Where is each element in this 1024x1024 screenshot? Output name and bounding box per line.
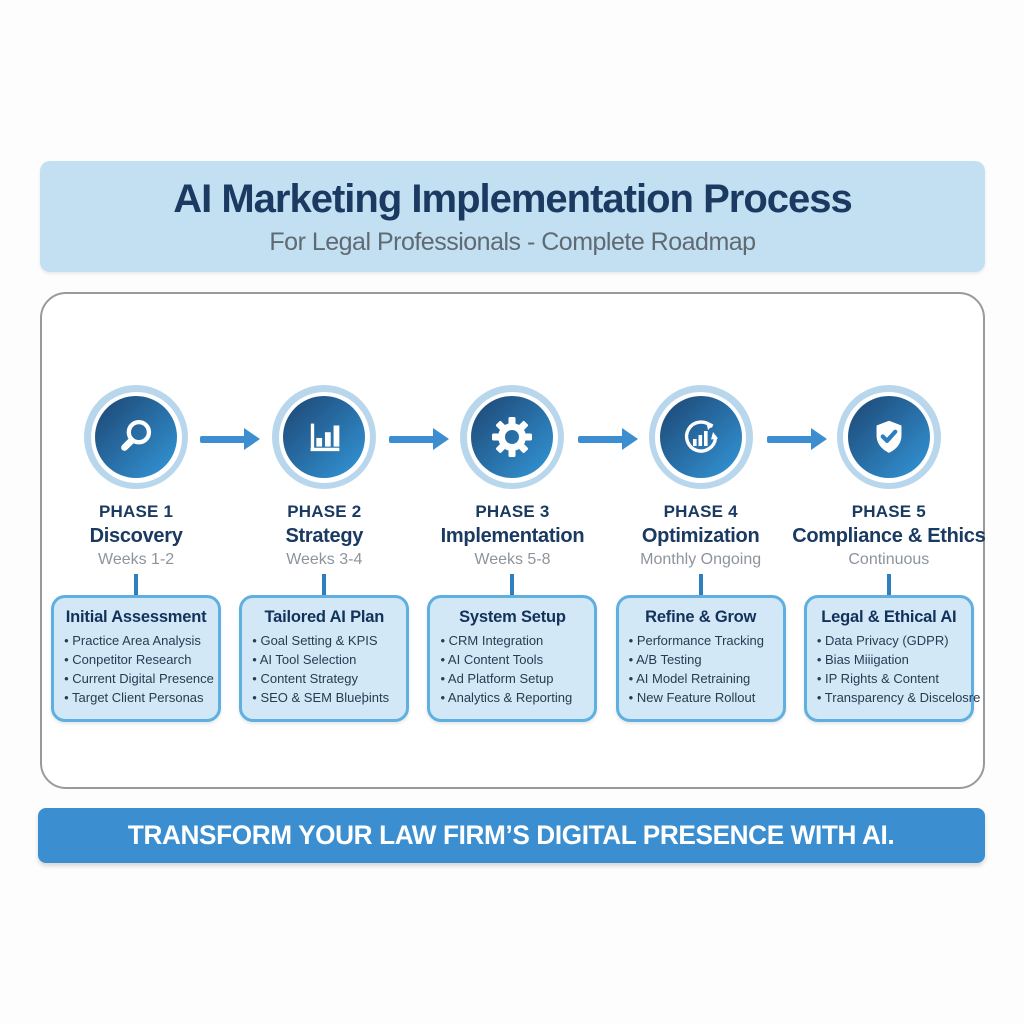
box-item: IP Rights & Content	[817, 670, 963, 689]
box-item: A/B Testing	[629, 651, 775, 670]
page-subtitle: For Legal Professionals - Complete Roadm…	[269, 227, 756, 256]
flow-arrow	[578, 428, 640, 450]
phase-detail-box: System Setup CRM Integration AI Content …	[427, 595, 598, 722]
phase-1-node	[84, 385, 189, 489]
box-item-list: Goal Setting & KPIS AI Tool Selection Co…	[250, 632, 398, 707]
magnifier-icon	[113, 414, 159, 460]
phase-detail-box: Tailored AI Plan Goal Setting & KPIS AI …	[239, 595, 410, 722]
box-title: Legal & Ethical AI	[821, 608, 957, 626]
phase-column-5: PHASE 5 Compliance & Ethics Continuous L…	[792, 385, 986, 787]
phase-name: Strategy	[285, 525, 364, 547]
box-item: Content Strategy	[252, 670, 398, 689]
box-item: New Feature Rollout	[629, 689, 775, 708]
box-item: AI Tool Selection	[252, 651, 398, 670]
cta-banner: TRANSFORM YOUR LAW FIRM’S DIGITAL PRESEN…	[38, 808, 985, 863]
phase-5-node	[836, 385, 941, 489]
phase-name: Discovery	[89, 525, 183, 547]
phase-column-4: PHASE 4 Optimization Monthly Ongoing Ref…	[607, 385, 795, 787]
phase-name: Compliance & Ethics	[792, 525, 986, 547]
box-item: Data Privacy (GDPR)	[817, 632, 963, 651]
phase-name: Implementation	[440, 525, 585, 547]
box-item: CRM Integration	[440, 632, 586, 651]
phase-4-node	[648, 385, 753, 489]
box-item-list: CRM Integration AI Content Tools Ad Plat…	[438, 632, 586, 707]
phase-duration: Monthly Ongoing	[640, 551, 762, 568]
phase-duration: Continuous	[848, 551, 930, 568]
phase-label: PHASE 4	[663, 502, 738, 521]
box-item: Analytics & Reporting	[440, 689, 586, 708]
shield-check-icon	[866, 414, 912, 460]
connector-line	[322, 574, 327, 595]
box-item: Conpetitor Research	[64, 651, 210, 670]
phase-label: PHASE 1	[99, 502, 174, 521]
phase-detail-box: Initial Assessment Practice Area Analysi…	[51, 595, 222, 722]
phase-label: PHASE 3	[475, 502, 550, 521]
box-item: AI Content Tools	[440, 651, 586, 670]
bar-chart-icon	[301, 414, 347, 460]
phase-duration: Weeks 5-8	[474, 551, 551, 568]
connector-line	[134, 574, 139, 595]
phase-column-1: PHASE 1 Discovery Weeks 1-2 Initial Asse…	[42, 385, 230, 787]
box-title: System Setup	[459, 608, 566, 626]
flow-arrow	[767, 428, 829, 450]
page-title: AI Marketing Implementation Process	[173, 176, 853, 221]
phase-label: PHASE 2	[287, 502, 362, 521]
box-item: Target Client Personas	[64, 689, 210, 708]
gear-icon	[488, 413, 536, 461]
box-title: Initial Assessment	[65, 608, 207, 626]
box-item: Transparency & Discelosre	[817, 689, 981, 708]
phase-3-node	[460, 385, 565, 489]
box-item: Practice Area Analysis	[64, 632, 210, 651]
phase-detail-box: Legal & Ethical AI Data Privacy (GDPR) B…	[803, 595, 981, 722]
box-title: Tailored AI Plan	[264, 608, 385, 626]
phase-duration: Weeks 3-4	[286, 551, 363, 568]
box-item-list: Practice Area Analysis Conpetitor Resear…	[62, 632, 214, 708]
box-item: Current Digital Presence	[64, 670, 214, 689]
box-item-list: Data Privacy (GDPR) Bias Miiigation IP R…	[815, 632, 981, 708]
box-item-list: Performance Tracking A/B Testing AI Mode…	[627, 632, 775, 707]
phase-label: PHASE 5	[851, 502, 926, 521]
connector-line	[510, 574, 515, 595]
phase-column-3: PHASE 3 Implementation Weeks 5-8 System …	[418, 385, 606, 787]
box-title: Refine & Grow	[645, 608, 757, 626]
phase-detail-box: Refine & Grow Performance Tracking A/B T…	[615, 595, 786, 722]
refresh-chart-icon	[677, 413, 725, 461]
phase-2-node	[272, 385, 377, 489]
flow-arrow	[389, 428, 451, 450]
box-item: AI Model Retraining	[629, 670, 775, 689]
flow-arrow	[200, 428, 262, 450]
roadmap-panel: PHASE 1 Discovery Weeks 1-2 Initial Asse…	[40, 292, 986, 789]
box-item: SEO & SEM Blueþints	[252, 689, 398, 708]
box-item: Ad Platform Setup	[440, 670, 586, 689]
connector-line	[886, 574, 891, 595]
phase-name: Optimization	[641, 525, 760, 547]
phase-duration: Weeks 1-2	[98, 551, 175, 568]
header-banner: AI Marketing Implementation Process For …	[40, 161, 985, 272]
box-item: Goal Setting & KPIS	[252, 632, 398, 651]
box-item: Bias Miiigation	[817, 651, 963, 670]
connector-line	[698, 574, 703, 595]
cta-text: TRANSFORM YOUR LAW FIRM’S DIGITAL PRESEN…	[128, 820, 895, 850]
box-item: Performance Tracking	[629, 632, 775, 651]
phase-column-2: PHASE 2 Strategy Weeks 3-4 Tailored AI P…	[230, 385, 418, 787]
